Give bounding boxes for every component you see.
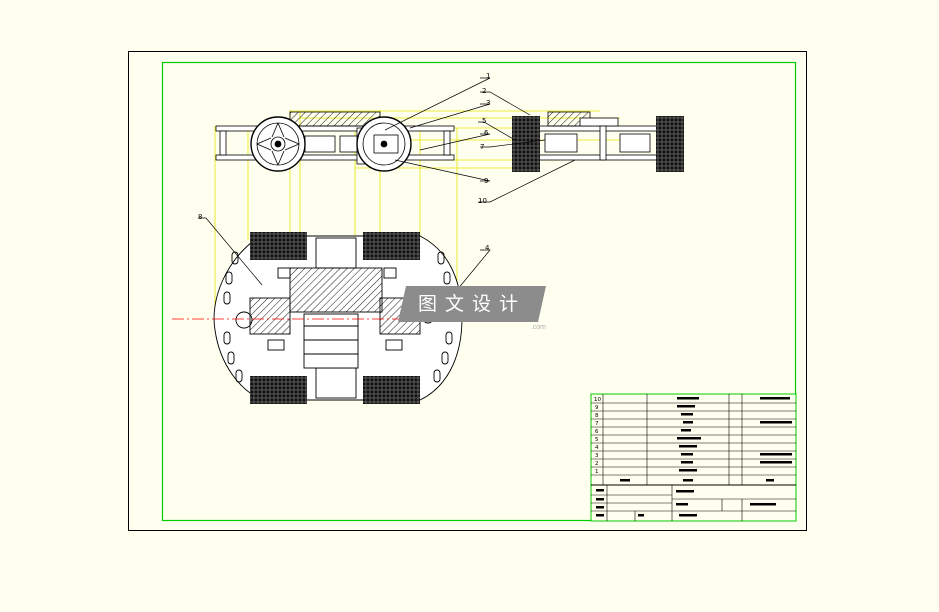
part-no-9: 9 [595, 405, 599, 411]
part-no-5: 5 [595, 437, 599, 443]
balloon-9: 9 [484, 177, 488, 185]
watermark-bg [398, 286, 546, 322]
balloon-8: 8 [198, 213, 202, 221]
part-no-1: 1 [595, 469, 599, 475]
plan-view [213, 235, 463, 401]
balloon-7: 7 [480, 143, 484, 151]
track-right-side [656, 116, 684, 172]
outer-border [128, 51, 807, 531]
watermark-sub: .com [530, 324, 546, 331]
track-left-side [512, 116, 540, 172]
balloon-1: 1 [486, 72, 490, 80]
part-no-10: 10 [594, 397, 601, 403]
watermark: 图文设计 .com [398, 286, 546, 331]
part-no-6: 6 [595, 429, 599, 435]
track-plan-bottom-left [250, 376, 307, 404]
part-no-4: 4 [595, 445, 599, 451]
parts-numbers: 10 9 8 7 6 5 4 3 2 1 [594, 397, 601, 475]
track-plan-top-right [363, 232, 420, 260]
title-block-glyph-marks [596, 397, 792, 517]
part-no-3: 3 [595, 453, 599, 459]
watermark-text: 图文设计 [417, 293, 526, 315]
title-block [590, 393, 797, 522]
balloon-10: 10 [478, 197, 487, 205]
part-no-7: 7 [595, 421, 599, 427]
balloon-3: 3 [486, 99, 490, 107]
balloon-5: 5 [482, 117, 486, 125]
inner-border [161, 61, 797, 522]
track-plan-bottom-right [363, 376, 420, 404]
part-no-2: 2 [595, 461, 599, 467]
side-view [215, 111, 681, 172]
track-plan-top-left [250, 232, 307, 260]
part-no-8: 8 [595, 413, 599, 419]
balloon-6: 6 [484, 129, 489, 137]
balloon-2: 2 [482, 87, 486, 95]
leader-lines [198, 77, 576, 291]
balloon-4: 4 [485, 244, 490, 252]
